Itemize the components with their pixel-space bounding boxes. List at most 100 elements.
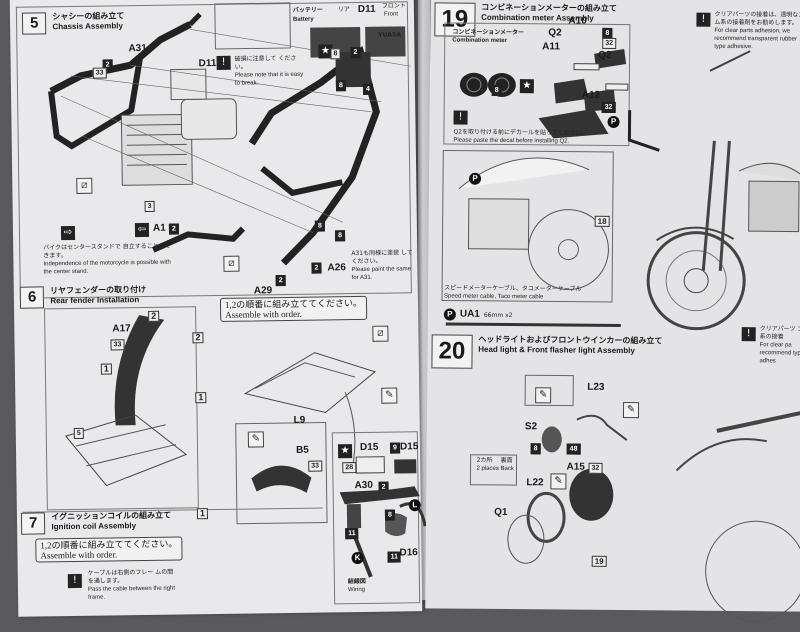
clear-note-jp: クリアパーツの接着は、透明なゴム系の接着剤をお勧めします。 [714,10,800,27]
wiring-label-en: Wiring [347,586,366,594]
caution-icon: ! [216,55,231,70]
break-note: 破損に注意して ください。 Please note that it is eas… [235,55,305,88]
battery-label-en: Battery [292,16,314,23]
break-note-jp: 破損に注意して ください。 [234,54,297,71]
part-label-a10: A10 [568,15,587,27]
part-label-l9: L9 [293,414,306,426]
stand-note-jp: バイクはセンタースタンドで 自立することができます。 [43,242,171,260]
no-glue-icon: ⧄ [76,177,93,194]
no-glue-icon: ⧄ [372,325,389,342]
part-label-d16: D16 [399,547,418,559]
step-number: 20 [431,334,473,369]
step-title-en: Ignition coil Assembly [51,521,137,532]
part-label-a12: A12 [581,89,601,101]
step-title-en: Head light & Front flasher light Assembl… [478,344,635,356]
color-code: 8 [330,48,341,60]
color-code: 8 [334,230,346,242]
order-marker-1: 1 [195,392,207,404]
caution-icon: ! [67,573,82,589]
part-circle-p-3: P [443,308,456,321]
part-label-l23: L23 [587,381,605,393]
part-label-a15: A15 [566,461,585,473]
order-marker-1: 1 [100,363,112,375]
rear-fender-diagram [64,315,376,525]
paint-note-en: Please paint the same for A31. [351,266,411,282]
glue-icon: ✎ [247,431,265,448]
part-circle-p-2: P [469,172,482,185]
paint-note-jp: A31も同様に塗装 してください。 [351,249,413,266]
step7-header: 7 イグニッションコイルの組み立て Ignition coil Assembly [20,511,171,535]
checker-arrow-icon: ⇦ [134,222,150,238]
decal-star-icon: ★ [519,79,534,94]
ref-step-19: 19 [591,555,607,567]
color-code: 8 [491,84,502,96]
part-label-a11: A11 [542,41,561,53]
color-code: 8 [335,80,346,92]
part-label-b5: B5 [295,444,309,456]
right-page: 19 コンビネーションメーターの組み立て Combination meter A… [425,0,800,622]
step20-header: 20 ヘッドライトおよびフロントウインカーの組み立て Head light & … [431,334,662,370]
back-label-jp: 裏面 [500,456,513,465]
color-code: 48 [566,443,581,455]
color-code: 32 [602,37,617,49]
caution-icon: ! [696,12,711,27]
color-code: 8 [530,443,541,455]
stand-note-en: Independence of the motorcycle is possib… [43,259,171,276]
cable-part: UA1 [459,308,480,320]
order-marker-2: 2 [148,310,160,322]
ignition-coil-diagram [339,456,427,578]
part-label-a17: A17 [112,323,131,335]
cable-length: 66mm x2 [483,311,513,320]
part-label-a31: A31 [128,42,147,55]
part-label-a1: A1 [152,222,166,234]
part-circle-p: P [607,115,620,129]
clear-parts-note-2: クリアパーツ ゴム系の接着 For clear pa recommend typ… [759,325,800,365]
color-code: 33 [110,339,125,351]
part-label-a26: A26 [327,262,346,274]
caution-icon: ! [741,327,756,342]
part-label-l22: L22 [526,477,544,489]
section-divider [445,322,621,328]
headlight-diagram [469,374,800,622]
order-marker-2: 2 [192,332,204,344]
ref-step-18: 18 [594,215,610,227]
color-code: 8 [314,220,325,232]
clear-note-en: For clear pa recommend type adhes [759,342,800,365]
clear-note-jp: クリアパーツ ゴム系の接着 [759,325,800,341]
glue-icon: ✎ [381,387,398,404]
cable-note-jp: ケーブルは右側のフレー ムの間を通します。 [87,568,174,585]
color-code: 2 [275,275,286,287]
color-code: 4 [362,83,374,95]
part-label-5: 5 [73,427,84,439]
paint-note: A31も同様に塗装 してください。 Please paint the same … [351,249,413,282]
cable-note: ケーブルは右側のフレー ムの間を通します。 Pass the cable bet… [88,569,178,602]
color-code: 2 [350,46,361,59]
wiring-label-jp: 結線図 [347,577,366,586]
color-code: 2 [311,262,322,274]
break-note-en: Please note that it is easy to break. [234,71,304,87]
order-note: 1,2の順番に組み立ててください。 Assemble with order. [35,536,183,563]
order-marker-1: 1 [196,508,209,520]
front-label-jp: フロント [381,2,406,10]
inset-2places: 2カ所 [476,456,493,464]
color-code: 2 [168,223,179,235]
glue-icon: ✎ [535,387,552,404]
color-code: 33 [92,67,107,79]
part-label-q2-2: Q2 [598,49,612,61]
color-code: 8 [384,509,395,521]
part-label-3: 3 [144,200,155,212]
glue-icon: ✎ [622,402,640,419]
back-label-en: Back [500,465,514,473]
rear-label-jp: リア [337,6,350,14]
clear-parts-note: クリアパーツの接着は、透明なゴム系の接着剤をお勧めします。 For clear … [714,11,800,52]
order-note-en: Assemble with order. [40,549,118,561]
clear-note-en: For clear parts adhesion, we recommend t… [714,27,798,51]
part-label-s2: S2 [524,421,538,433]
cable-note-en: Pass the cable between the right frame. [87,585,176,601]
checker-arrow-icon: ⇨ [60,225,76,241]
color-code: 32 [588,462,603,474]
part-label-q1: Q1 [494,506,508,519]
part-circle-k: K [351,551,364,565]
battery-brand: YUASA [378,31,401,39]
motorcycle-diagram [441,50,800,331]
